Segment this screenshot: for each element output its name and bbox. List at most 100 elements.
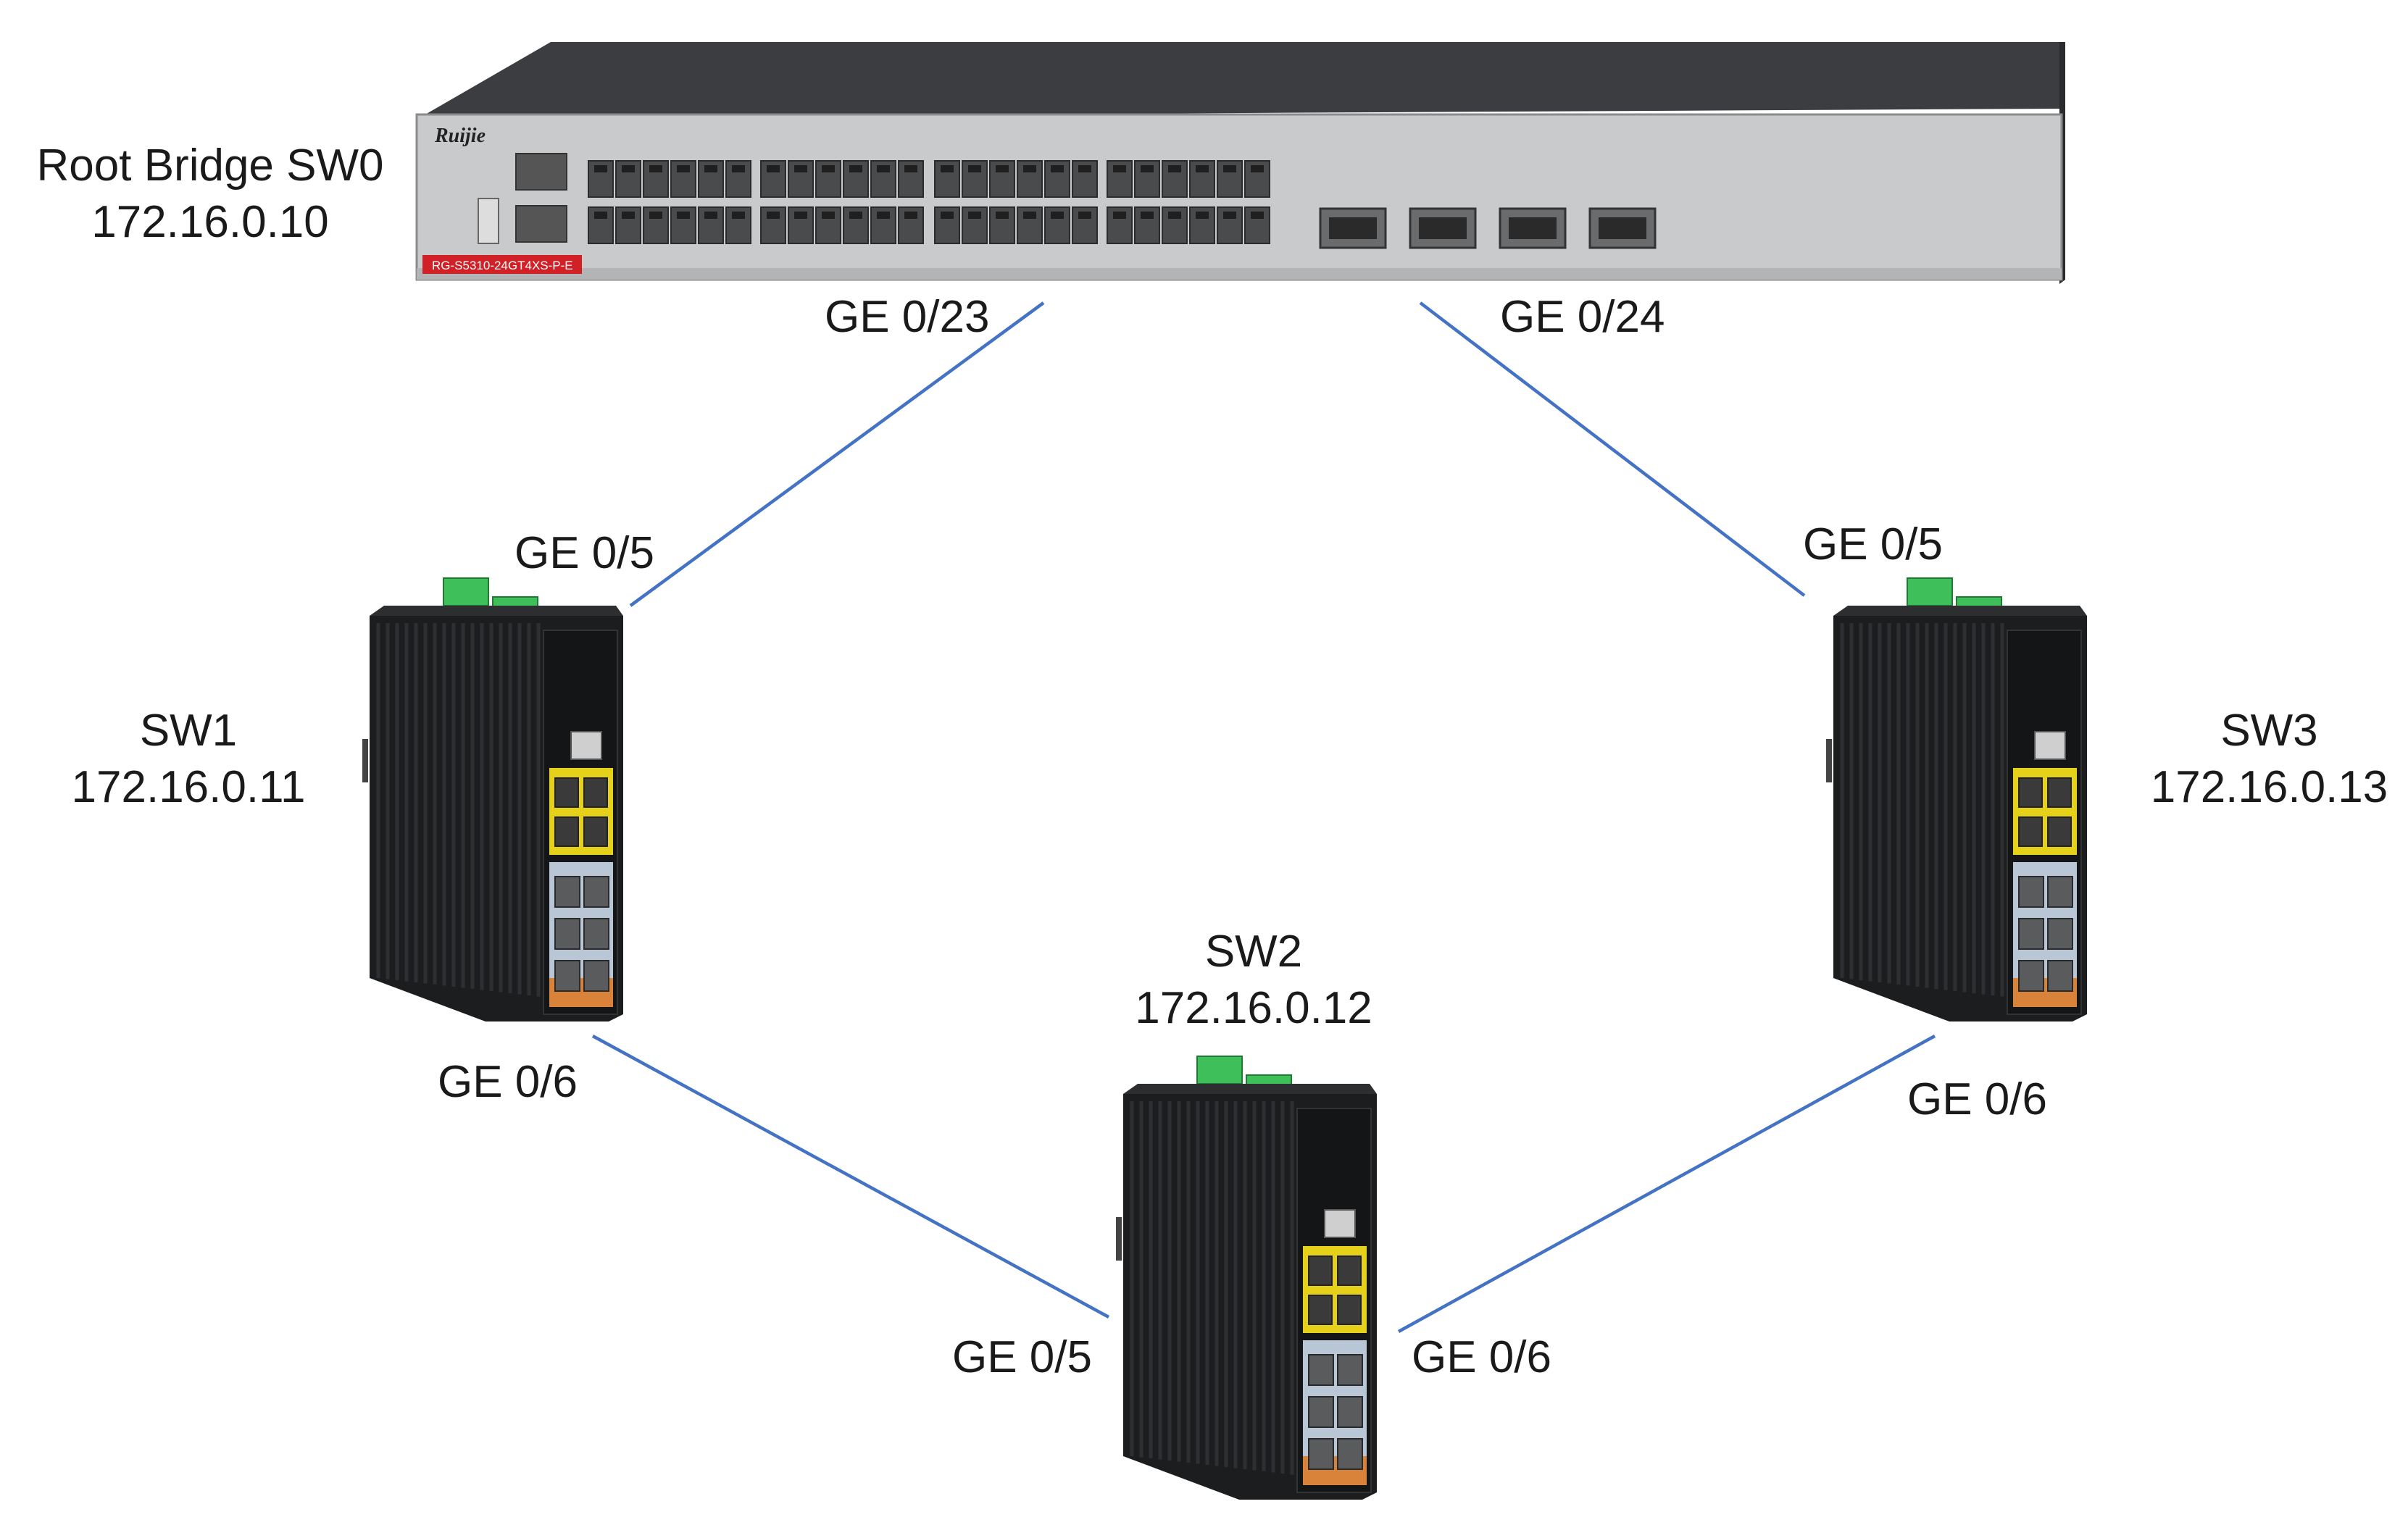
node-label-sw3: SW3 172.16.0.13 [2130, 703, 2408, 815]
rj45-port-latch [767, 212, 780, 219]
node-ip: 172.16.0.10 [91, 196, 329, 247]
industrial-switch-icon [1826, 577, 2087, 1021]
console-port [570, 731, 602, 760]
rj45-port-latch [1113, 165, 1126, 172]
rj45-port-latch [1223, 165, 1236, 172]
sfp-port [2018, 816, 2043, 847]
sfp-port [1337, 1295, 1362, 1325]
rj45-port [1107, 160, 1133, 198]
sfp-port-cage [1329, 217, 1377, 239]
sfp-port-cage [1509, 217, 1557, 239]
din-clip [1116, 1217, 1122, 1261]
sfp-port-block [1319, 207, 1657, 249]
sfp-port [554, 816, 579, 847]
node-ip: 172.16.0.11 [71, 761, 306, 812]
rj45-port-latch [849, 165, 862, 172]
rj45-port [583, 918, 609, 950]
rj45-port-latch [849, 212, 862, 219]
din-clip [1826, 739, 1832, 782]
rj45-port-latch [877, 212, 890, 219]
sfp-port [583, 816, 608, 847]
link-sw0-sw1 [629, 301, 1045, 607]
rj45-port-latch [877, 165, 890, 172]
rj45-port-latch [1078, 212, 1091, 219]
rj45-port [2018, 960, 2044, 992]
rj45-port-latch [1141, 212, 1154, 219]
port-label: GE 0/5 [952, 1332, 1092, 1382]
port-label: GE 0/6 [1412, 1332, 1551, 1382]
case-top [370, 606, 623, 616]
terminal-block [443, 577, 489, 606]
node-label-sw0: Root Bridge SW0 172.16.0.10 [29, 138, 391, 250]
rj45-port [588, 160, 614, 198]
rj45-port [554, 960, 580, 992]
rj45-port [2047, 876, 2073, 908]
din-clip [362, 739, 368, 782]
rj45-port [815, 160, 841, 198]
rj45-port-latch [996, 165, 1009, 172]
sfp-port [1337, 1255, 1362, 1286]
rj45-port-latch [1051, 212, 1064, 219]
rj45-port-latch [1051, 165, 1064, 172]
sfp-port [1308, 1295, 1333, 1325]
sfp-port [554, 777, 579, 808]
rj45-port-latch [1168, 165, 1181, 172]
rj45-port [962, 206, 988, 244]
rj45-port [2018, 876, 2044, 908]
console-port [1324, 1209, 1356, 1238]
rj45-port [1337, 1396, 1363, 1428]
rj45-port-latch [594, 165, 607, 172]
link-sw1-sw2 [591, 1035, 1110, 1319]
case-top [1833, 606, 2087, 616]
case-top [1123, 1084, 1377, 1094]
rj45-port-latch [904, 165, 917, 172]
sfp-port [1308, 1255, 1333, 1286]
rj45-port-latch [968, 165, 981, 172]
rj45-port-latch [594, 212, 607, 219]
rj45-port-latch [1196, 212, 1209, 219]
node-ip: 172.16.0.13 [2150, 761, 2388, 812]
rj45-port-latch [1113, 212, 1126, 219]
port-label: GE 0/5 [514, 528, 654, 578]
rj45-port-latch [1251, 212, 1264, 219]
console-port [2034, 731, 2066, 760]
rj45-port-latch [732, 212, 745, 219]
rj45-port-latch [941, 165, 954, 172]
port-label: GE 0/23 [825, 292, 990, 342]
model-tag [422, 255, 582, 274]
rj45-port-latch [704, 212, 717, 219]
rj45-port-latch [794, 165, 807, 172]
industrial-switch-icon [1116, 1056, 1377, 1500]
rj45-port-latch [794, 212, 807, 219]
rj45-port [1134, 160, 1160, 198]
rj45-port-latch [1168, 212, 1181, 219]
node-ip: 172.16.0.12 [1135, 982, 1372, 1033]
brand-logo: Ruijie [434, 125, 486, 147]
rj45-port-latch [1196, 165, 1209, 172]
link-sw3-sw2 [1397, 1035, 1936, 1333]
node-label-sw2: SW2 172.16.0.12 [1101, 924, 1406, 1036]
rj45-port [1308, 1438, 1334, 1470]
rj45-port-latch [968, 212, 981, 219]
rj45-port-latch [1223, 212, 1236, 219]
rj45-port-latch [677, 212, 690, 219]
terminal-block [1907, 577, 1953, 606]
rack-switch-icon: Ruijie RG-S5310-24GT4XS-P-E [415, 42, 2065, 284]
rj45-port [2047, 960, 2073, 992]
rj45-port-block [588, 160, 1270, 244]
rj45-port-latch [941, 212, 954, 219]
node-label-sw1: SW1 172.16.0.11 [43, 703, 333, 815]
rj45-port [2047, 918, 2073, 950]
rj45-port-latch [622, 165, 635, 172]
rj45-port-latch [1078, 165, 1091, 172]
port-label: GE 0/24 [1500, 292, 1665, 342]
rj45-port-latch [649, 165, 662, 172]
rj45-port [1308, 1354, 1334, 1386]
rj45-port-latch [649, 212, 662, 219]
link-sw0-sw3 [1419, 301, 1806, 597]
links [591, 301, 1936, 1333]
rj45-port-latch [622, 212, 635, 219]
port-label: GE 0/6 [438, 1057, 578, 1107]
rj45-port-latch [1141, 165, 1154, 172]
